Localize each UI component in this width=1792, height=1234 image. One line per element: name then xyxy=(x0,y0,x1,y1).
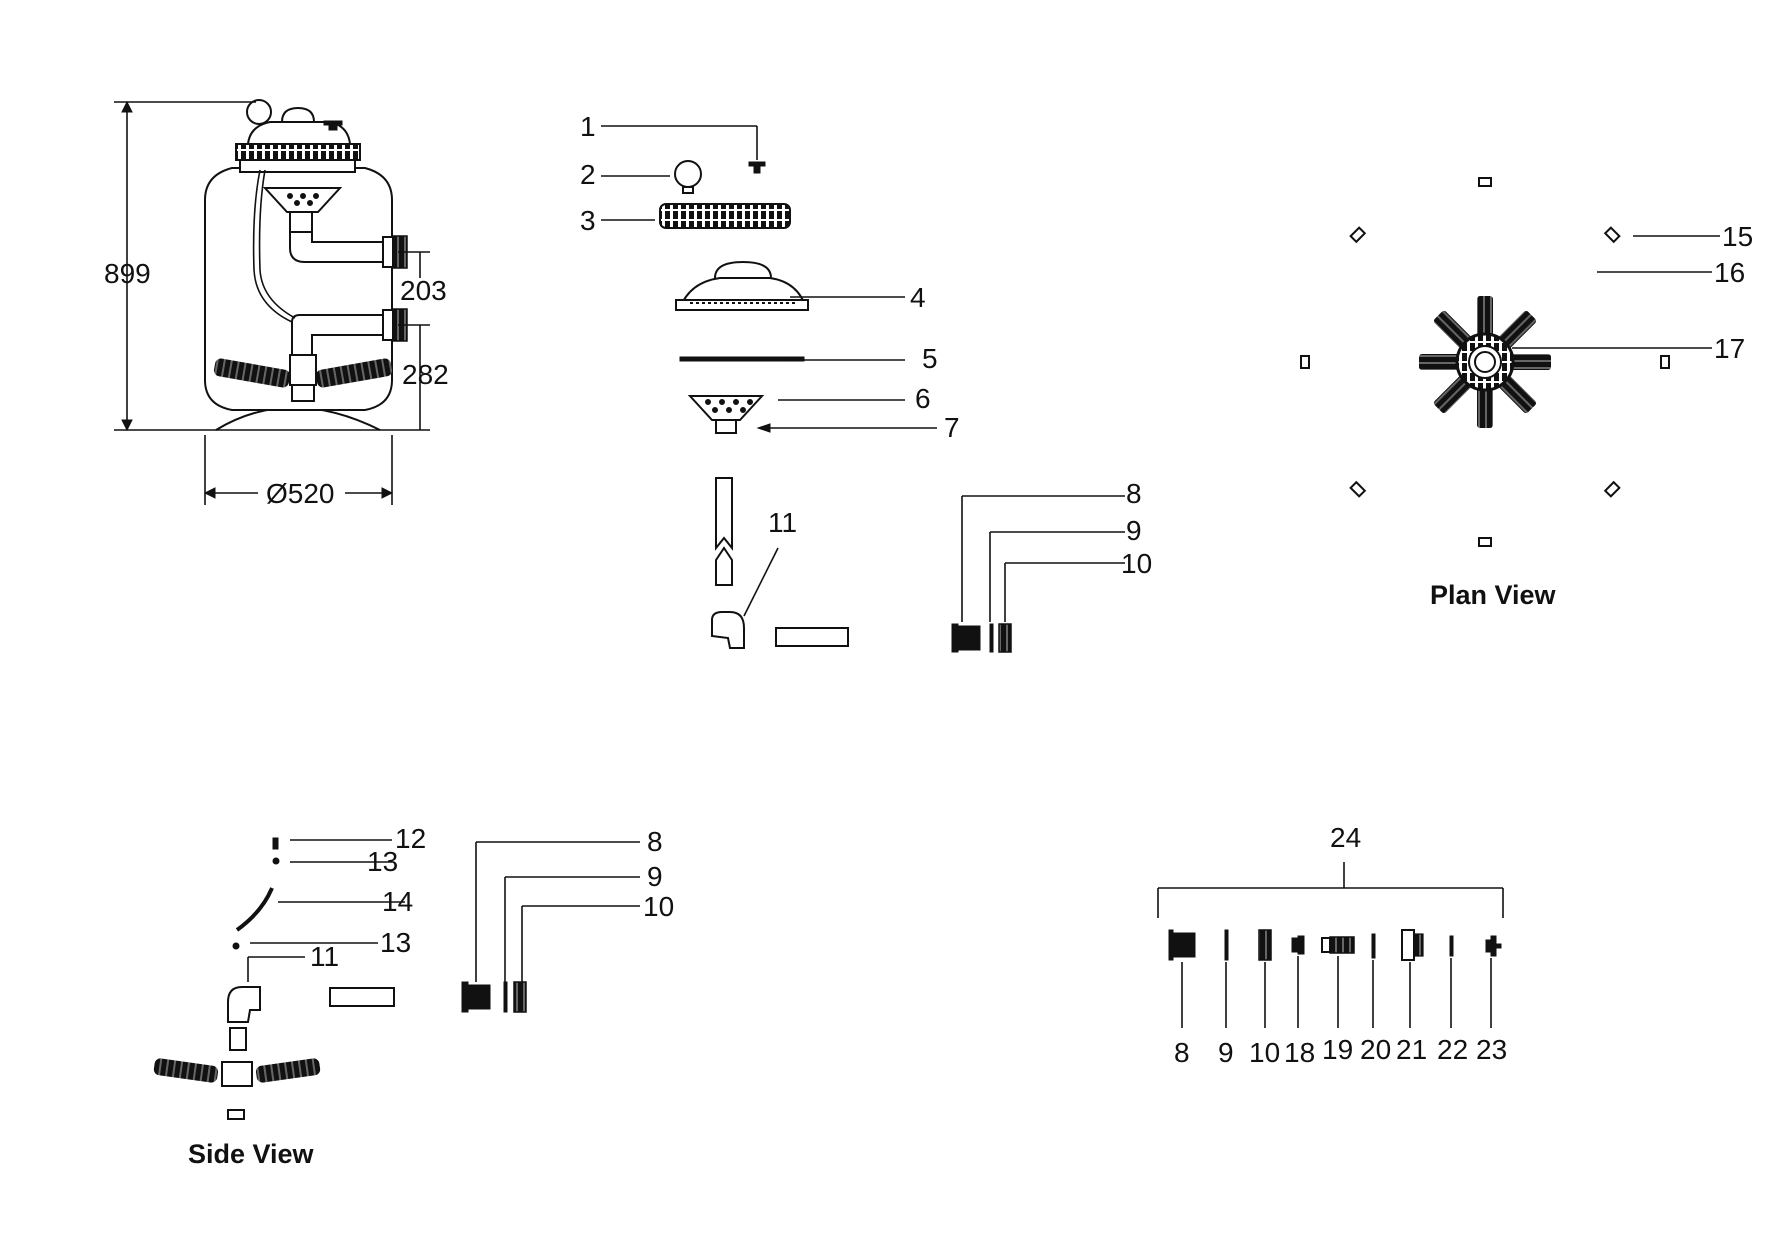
callout-10b: 10 xyxy=(643,891,674,922)
callout-15: 15 xyxy=(1722,221,1753,252)
kit-label-9: 9 xyxy=(1218,1037,1234,1068)
kit-label-8: 8 xyxy=(1174,1037,1190,1068)
kit-label-21: 21 xyxy=(1396,1034,1427,1065)
callout-4: 4 xyxy=(910,282,926,313)
callout-2: 2 xyxy=(580,159,596,190)
callout-8b: 8 xyxy=(647,826,663,857)
side-view: 12 13 14 13 11 8 9 10 Side View xyxy=(153,823,674,1169)
kit-24: 24 8 9 10 18 19 20 21 22 23 xyxy=(1157,822,1507,1068)
callout-24: 24 xyxy=(1330,822,1361,853)
plan-view-caption: Plan View xyxy=(1430,580,1557,610)
callout-1: 1 xyxy=(580,111,596,142)
callout-5: 5 xyxy=(922,343,938,374)
callout-16: 16 xyxy=(1714,257,1745,288)
callout-10: 10 xyxy=(1121,548,1152,579)
callout-9b: 9 xyxy=(647,861,663,892)
callout-3: 3 xyxy=(580,205,596,236)
assembled-filter: 899 203 282 Ø520 xyxy=(104,99,449,509)
callout-9: 9 xyxy=(1126,515,1142,546)
callout-12: 12 xyxy=(395,823,426,854)
side-view-caption: Side View xyxy=(188,1139,315,1169)
callout-8: 8 xyxy=(1126,478,1142,509)
callout-7: 7 xyxy=(944,412,960,443)
callout-13b: 13 xyxy=(380,927,411,958)
plan-view-callouts: 15 16 17 Plan View xyxy=(1430,221,1753,610)
kit-label-20: 20 xyxy=(1360,1034,1391,1065)
exploded-top-parts: 1 2 3 4 5 6 7 8 9 10 11 xyxy=(580,111,1152,653)
callout-17: 17 xyxy=(1714,333,1745,364)
callout-6: 6 xyxy=(915,383,931,414)
callout-13a: 13 xyxy=(367,846,398,877)
kit-label-10: 10 xyxy=(1249,1037,1280,1068)
dim-height-label: 899 xyxy=(104,258,151,289)
kit-label-23: 23 xyxy=(1476,1034,1507,1065)
dim-diameter-label: Ø520 xyxy=(266,478,335,509)
dim-inlet-spacing-label: 203 xyxy=(400,275,447,306)
callout-11b: 11 xyxy=(310,941,339,972)
callout-11: 11 xyxy=(768,507,797,538)
plan-view xyxy=(1300,177,1670,547)
callout-14: 14 xyxy=(382,886,413,917)
kit-label-22: 22 xyxy=(1437,1034,1468,1065)
kit-label-19: 19 xyxy=(1322,1034,1353,1065)
dim-outlet-height-label: 282 xyxy=(402,359,449,390)
kit-label-18: 18 xyxy=(1284,1037,1315,1068)
